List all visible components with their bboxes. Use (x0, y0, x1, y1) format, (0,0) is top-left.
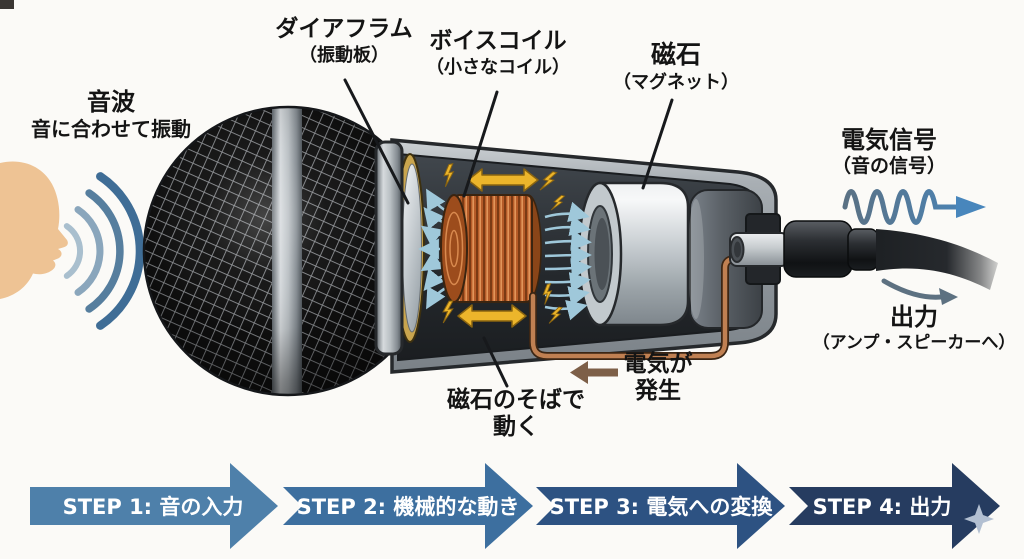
step2-arrow (283, 463, 533, 549)
speaking-face (0, 161, 68, 299)
step4-arrow (789, 463, 1000, 549)
magnet-subtitle: （マグネット） (613, 71, 739, 93)
step1-arrow (30, 463, 278, 549)
voice-coil-title: ボイスコイル (429, 28, 567, 54)
output-title: 出力 (890, 303, 938, 331)
mic-cable (876, 229, 998, 290)
output-connector (729, 220, 879, 278)
coil-motion-line1: 磁石のそばで (447, 387, 585, 413)
electric-signal-label: 電気信号 （音の信号） (812, 126, 966, 178)
step2-label: STEP 2: 機械的な動き (296, 495, 520, 519)
mic-grille-sphere (142, 105, 434, 397)
electricity-line2: 発生 (635, 378, 681, 405)
output-curved-arrow-icon (881, 278, 958, 305)
voice-coil-part (440, 194, 542, 303)
mount-ring (374, 140, 404, 356)
magnet-label: 磁石 （マグネット） (608, 40, 744, 93)
coil-motion-label: 磁石のそばで 動く (428, 387, 604, 441)
current-direction-arrow-icon (570, 361, 618, 384)
signal-wave-icon (842, 189, 986, 225)
magnet-part (577, 181, 690, 327)
magnet-title: 磁石 (650, 40, 701, 69)
coil-wire (529, 254, 744, 360)
step3-arrow (536, 463, 785, 549)
output-label: 出力 （アンプ・スピーカーへ） (810, 303, 1018, 353)
sound-wave-arcs-icon (63, 172, 145, 330)
step4-label: STEP 4: 出力 (812, 495, 952, 519)
diaphragm-subtitle: （振動板） (299, 45, 389, 67)
sound-wave-label: 音波 音に合わせて振動 (18, 88, 204, 142)
electricity-line1: 電気が (623, 351, 693, 377)
step3-label: STEP 3: 電気への変換 (549, 495, 773, 519)
step-flow-arrows (30, 463, 1000, 549)
step1-label: STEP 1: 音の入力 (62, 495, 244, 519)
electric-signal-subtitle: （音の信号） (831, 155, 946, 178)
leader-lines (343, 78, 674, 388)
sound-wave-subtitle: 音に合わせて振動 (31, 117, 191, 142)
diaphragm-title: ダイアフラム (275, 16, 413, 42)
voice-coil-label: ボイスコイル （小さなコイル） (412, 28, 584, 78)
electric-signal-title: 電気信号 (841, 126, 937, 154)
coil-motion-line2: 動く (493, 414, 539, 441)
diaphragm-label: ダイアフラム （振動板） (260, 16, 428, 66)
output-subtitle: （アンプ・スピーカーへ） (812, 333, 1016, 354)
sparkle-icon (964, 504, 994, 534)
voice-coil-subtitle: （小さなコイル） (426, 57, 570, 79)
sound-wave-title: 音波 (87, 88, 135, 116)
electricity-generated-label: 電気が 発生 (598, 351, 718, 405)
vibration-arrows-icon (457, 168, 539, 328)
corner-artifact (0, 0, 14, 9)
